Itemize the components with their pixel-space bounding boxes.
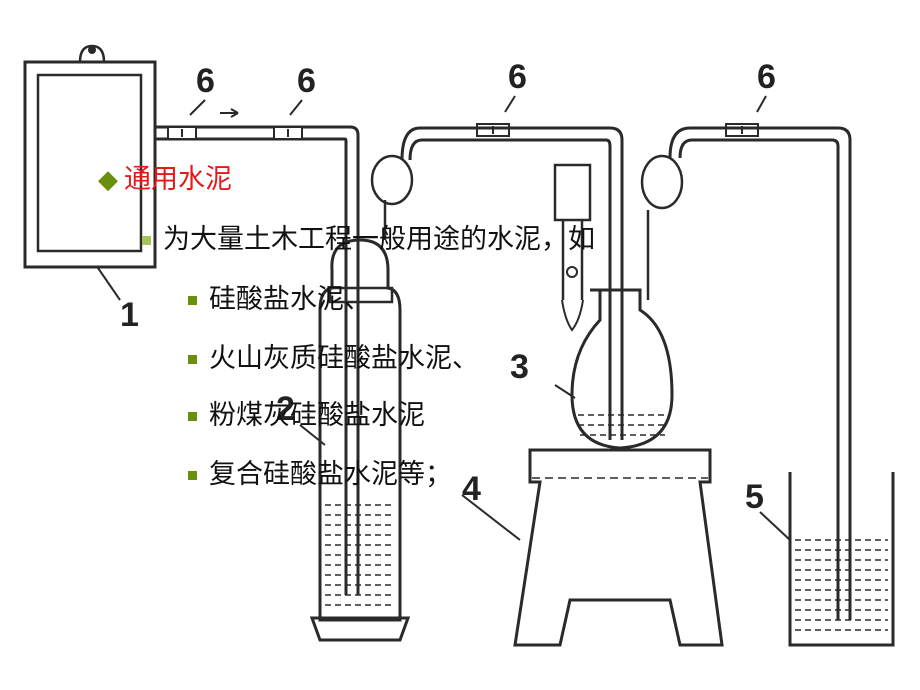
label-6-first: 6 <box>196 62 215 100</box>
square-bullet-icon <box>188 296 197 305</box>
list-item-text: 复合硅酸盐水泥等； <box>209 459 452 490</box>
label-6-third: 6 <box>508 58 527 96</box>
label-3: 3 <box>510 348 529 386</box>
square-bullet-icon <box>188 471 197 480</box>
beaker <box>759 472 895 647</box>
heading-text: 通用水泥 <box>124 164 232 195</box>
list-item: 粉煤灰硅酸盐水泥 <box>188 402 425 429</box>
label-6-second: 6 <box>297 62 316 100</box>
square-bullet-icon <box>142 236 151 245</box>
label-2: 2 <box>276 390 295 428</box>
label-1: 1 <box>120 296 139 334</box>
label-4: 4 <box>462 470 481 508</box>
label-5: 5 <box>745 478 764 516</box>
intro-line: 为大量土木工程一般用途的水泥，如 <box>142 226 595 253</box>
square-bullet-icon <box>188 355 197 364</box>
list-item-text: 硅酸盐水泥、 <box>209 284 371 315</box>
list-item: 硅酸盐水泥、 <box>188 286 371 313</box>
list-item: 火山灰质硅酸盐水泥、 <box>188 345 479 372</box>
list-item-text: 粉煤灰硅酸盐水泥 <box>209 400 425 431</box>
tube-2 <box>370 126 624 440</box>
list-item: 复合硅酸盐水泥等； <box>188 461 452 488</box>
square-bullet-icon <box>188 412 197 421</box>
tube-1 <box>155 108 360 595</box>
gas-generator-box <box>23 44 157 301</box>
stand <box>461 448 724 647</box>
label-6-fourth: 6 <box>757 58 776 96</box>
diamond-bullet-icon: ◆ <box>98 165 118 195</box>
heading-line: ◆通用水泥 <box>98 166 232 193</box>
reaction-flask <box>553 163 674 450</box>
intro-text: 为大量土木工程一般用途的水泥，如 <box>163 224 595 255</box>
list-item-text: 火山灰质硅酸盐水泥、 <box>209 343 479 374</box>
tube-3 <box>640 126 852 620</box>
gas-washing-cylinder <box>299 238 411 642</box>
